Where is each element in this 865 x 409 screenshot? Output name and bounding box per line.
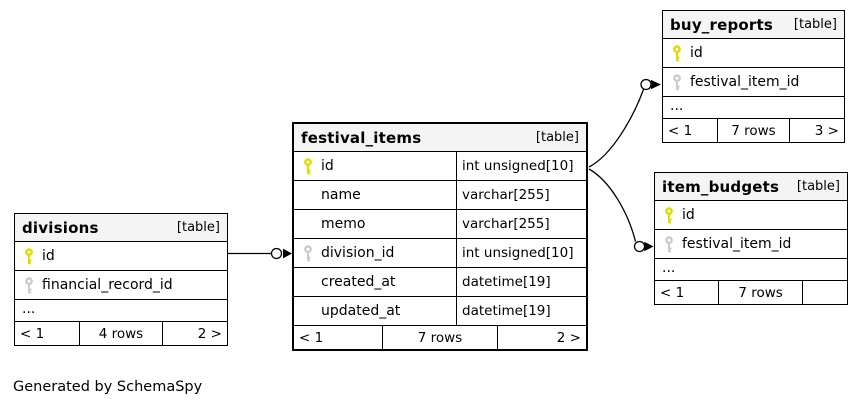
table-divisions-header[interactable]: divisions [table] <box>15 214 227 242</box>
table-badge: [table] <box>796 179 840 194</box>
column-type: int unsigned[10] <box>456 239 586 267</box>
row-count: 7 rows <box>718 281 803 304</box>
table-footer: < 1 7 rows <box>655 281 847 304</box>
column-row-id: id <box>663 39 844 68</box>
column-name: id <box>321 158 334 174</box>
column-row-name: name varchar[255] <box>294 181 586 210</box>
pager-next: 2 > <box>556 329 581 346</box>
column-name: memo <box>321 216 366 232</box>
table-footer: < 1 7 rows 3 > <box>663 119 844 142</box>
row-count: 7 rows <box>717 119 790 142</box>
pager-prev: < 1 <box>299 329 324 346</box>
column-row-created-at: created_at datetime[19] <box>294 268 586 297</box>
foreign-key-icon <box>655 235 682 253</box>
table-name[interactable]: buy_reports <box>670 15 774 34</box>
pager-prev: < 1 <box>660 284 685 301</box>
column-row-festival-item-id: festival_item_id <box>663 68 844 97</box>
table-name[interactable]: item_budgets <box>662 177 780 196</box>
column-name: festival_item_id <box>682 236 792 252</box>
table-buy-reports[interactable]: buy_reports [table] id festival_item_id … <box>662 10 845 143</box>
relation-divisions-festival-items <box>228 247 292 260</box>
pager-prev: < 1 <box>20 325 45 342</box>
foreign-key-icon <box>15 276 42 294</box>
more-columns-ellipsis: ... <box>655 259 847 281</box>
table-item-budgets[interactable]: item_budgets [table] id festival_item_id… <box>654 172 848 305</box>
table-buy-reports-header[interactable]: buy_reports [table] <box>663 11 844 39</box>
column-name: name <box>321 187 361 203</box>
table-festival-items[interactable]: festival_items [table] id int unsigned[1… <box>292 122 588 351</box>
row-count: 4 rows <box>78 322 164 345</box>
primary-key-icon <box>663 44 690 62</box>
pager-next: 2 > <box>197 325 222 342</box>
primary-key-icon <box>294 157 321 175</box>
pager-next <box>803 281 847 304</box>
table-name[interactable]: divisions <box>22 218 99 237</box>
table-name[interactable]: festival_items <box>301 128 422 147</box>
foreign-key-icon <box>663 73 690 91</box>
relation-festival-items-item-budgets <box>588 168 654 253</box>
table-footer: < 1 7 rows 2 > <box>294 326 586 349</box>
relation-festival-items-buy-reports <box>588 78 661 168</box>
primary-key-icon <box>655 206 682 224</box>
generated-by-note: Generated by SchemaSpy <box>13 379 203 395</box>
column-row-festival-item-id: festival_item_id <box>655 230 847 259</box>
column-name: id <box>682 207 695 223</box>
table-badge: [table] <box>176 220 220 235</box>
column-type: varchar[255] <box>456 210 586 238</box>
column-name: financial_record_id <box>42 277 173 293</box>
table-badge: [table] <box>535 130 579 145</box>
column-row-id: id <box>15 242 227 271</box>
table-item-budgets-header[interactable]: item_budgets [table] <box>655 173 847 201</box>
column-name: division_id <box>321 245 395 261</box>
row-count: 7 rows <box>381 326 499 349</box>
column-type: varchar[255] <box>456 181 586 209</box>
column-row-memo: memo varchar[255] <box>294 210 586 239</box>
more-columns-ellipsis: ... <box>15 300 227 322</box>
table-festival-items-header[interactable]: festival_items [table] <box>294 124 586 152</box>
table-footer: < 1 4 rows 2 > <box>15 322 227 345</box>
column-name: festival_item_id <box>690 74 800 90</box>
column-row-division-id: division_id int unsigned[10] <box>294 239 586 268</box>
column-name: updated_at <box>321 303 401 319</box>
column-name: id <box>690 45 703 61</box>
column-row-id: id int unsigned[10] <box>294 152 586 181</box>
table-badge: [table] <box>793 17 837 32</box>
column-type: datetime[19] <box>456 297 586 325</box>
column-name: id <box>42 248 55 264</box>
primary-key-icon <box>15 247 42 265</box>
column-row-id: id <box>655 201 847 230</box>
more-columns-ellipsis: ... <box>663 97 844 119</box>
column-row-financial-record-id: financial_record_id <box>15 271 227 300</box>
column-type: datetime[19] <box>456 268 586 296</box>
column-row-updated-at: updated_at datetime[19] <box>294 297 586 326</box>
column-name: created_at <box>321 274 396 290</box>
table-divisions[interactable]: divisions [table] id financial_record_id… <box>14 213 228 346</box>
pager-prev: < 1 <box>668 122 693 139</box>
pager-next: 3 > <box>814 122 839 139</box>
column-type: int unsigned[10] <box>456 152 586 180</box>
foreign-key-icon <box>294 244 321 262</box>
